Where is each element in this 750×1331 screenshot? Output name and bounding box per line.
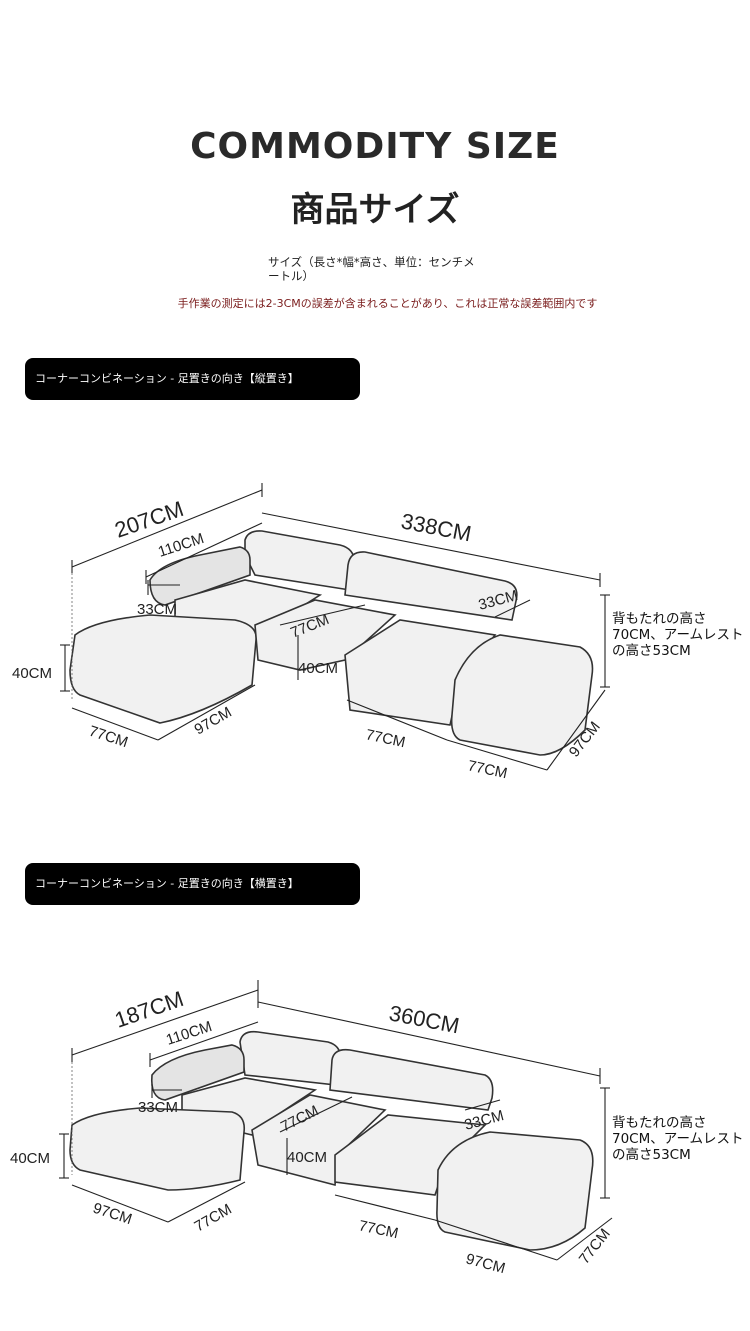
page-title: COMMODITY SIZE: [190, 126, 560, 167]
dim-left-height: 40CM: [10, 1150, 50, 1167]
dimension-lines: [59, 980, 613, 1261]
dim-arm-length: 110CM: [164, 1018, 214, 1049]
sofa-illustration: [69, 1030, 594, 1251]
dim-arm-width: 33CM: [137, 601, 177, 618]
dim-ottoman-width: 97CM: [91, 1200, 134, 1229]
measurement-warning: 手作業の測定には2-3CMの誤差が含まれることがあり、これは正常な誤差範囲内です: [177, 297, 598, 310]
dim-top-right: 338CM: [399, 508, 473, 546]
dim-seat-width-2: 77CM: [466, 757, 509, 782]
sofa-illustration: [69, 530, 594, 756]
section-banner-horizontal: コーナーコンビネーション - 足置きの向き【横置き】: [25, 863, 360, 905]
backrest-height-note: 背もたれの高さ70CM、アームレストの高さ53CM: [612, 1115, 744, 1163]
page-subtitle: 商品サイズ: [290, 190, 460, 230]
dim-arm-width: 33CM: [138, 1099, 178, 1116]
section-banner-vertical: コーナーコンビネーション - 足置きの向き【縦置き】: [25, 358, 360, 400]
dim-top-left: 187CM: [111, 986, 186, 1033]
dim-seat-height: 40CM: [298, 660, 338, 677]
dim-seat-height: 40CM: [287, 1149, 327, 1166]
dim-right-arm: 33CM: [463, 1107, 506, 1134]
backrest-height-note: 背もたれの高さ70CM、アームレストの高さ53CM: [612, 611, 744, 659]
dim-seat-width-2: 97CM: [464, 1250, 507, 1277]
dim-seat-width-1: 77CM: [364, 726, 407, 751]
sofa-diagram-horizontal: 187CM 360CM 110CM 33CM 77CM 40CM 33CM 40…: [10, 980, 614, 1277]
sofa-diagram-vertical: 207CM 338CM 110CM 33CM 77CM 40CM 33CM 40…: [12, 483, 610, 782]
dimension-lines: [60, 483, 610, 771]
dim-left-height: 40CM: [12, 665, 52, 682]
dim-seat-width-1: 77CM: [357, 1217, 400, 1242]
size-unit-note: サイズ（長さ*幅*高さ、単位：センチメートル）: [268, 255, 475, 283]
